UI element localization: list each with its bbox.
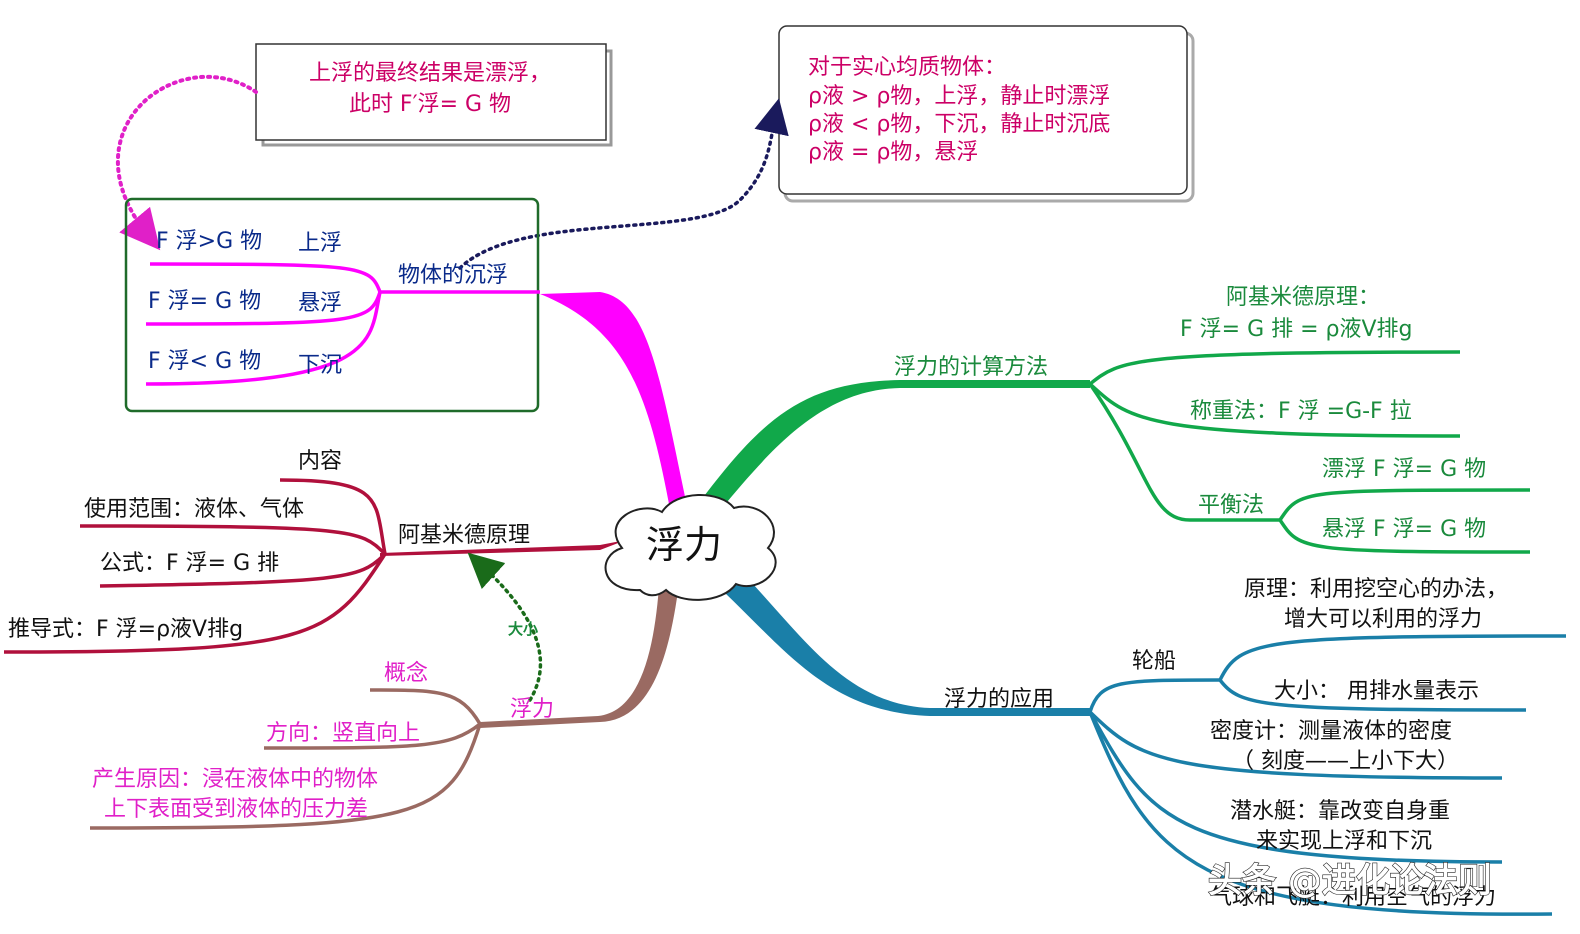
- note-density-line2: ρ液 > ρ物，上浮，静止时漂浮: [808, 84, 1110, 109]
- application-hydrometer-2: （ 刻度——上小下大）: [1232, 749, 1459, 774]
- archimedes-item-formula: 公式：F 浮= G 排: [100, 551, 279, 576]
- buoyancy-item-direction: 方向：竖直向上: [266, 721, 420, 746]
- buoyancy-subbranches: [89, 688, 482, 830]
- buoyancy-item-concept: 概念: [384, 661, 428, 686]
- calc-archimedes-formula: F 浮= G 排 = ρ液V排g: [1180, 317, 1413, 342]
- density-note-arrow: [458, 98, 789, 270]
- archimedes-item-derived: 推导式：F 浮=ρ液V排g: [8, 617, 243, 642]
- sink-float-formula-3: F 浮< G 物: [148, 349, 261, 374]
- application-subbranches: [1088, 634, 1567, 916]
- application-submarine-2: 来实现上浮和下沉: [1256, 829, 1432, 854]
- calc-balance-item-2: 悬浮 F 浮= G 物: [1322, 517, 1486, 542]
- buoyancy-item-cause-1: 产生原因：浸在液体中的物体: [92, 767, 378, 792]
- watermark: 头条 @进化论法则: [1208, 861, 1492, 901]
- note-density-line4: ρ液 = ρ物，悬浮: [808, 140, 978, 165]
- calc-weighing: 称重法：F 浮 =G-F 拉: [1190, 399, 1412, 424]
- size-dotted-arrow: [467, 552, 543, 702]
- note-density-line3: ρ液 < ρ物，下沉，静止时沉底: [808, 112, 1110, 137]
- application-ship-item-3: 大小： 用排水量表示: [1274, 679, 1479, 704]
- archimedes-subbranches: [3, 478, 387, 654]
- center-label: 浮力: [646, 523, 722, 567]
- note-density-line1: 对于实心均质物体：: [808, 55, 1006, 80]
- application-submarine-1: 潜水艇：靠改变自身重: [1230, 799, 1450, 824]
- note-float-box: 上浮的最终结果是漂浮， 此时 F′浮= G 物: [255, 43, 613, 147]
- note-float-line1: 上浮的最终结果是漂浮，: [309, 61, 551, 86]
- buoyancy-title: 浮力: [510, 697, 554, 722]
- application-ship-title: 轮船: [1132, 649, 1176, 674]
- application-ship-item-2: 增大可以利用的浮力: [1284, 607, 1482, 632]
- application-ship-item-1: 原理：利用挖空心的办法，: [1244, 577, 1508, 602]
- sink-float-result-2: 悬浮: [298, 291, 342, 316]
- branch-calc: [690, 380, 1090, 520]
- archimedes-item-content: 内容: [298, 449, 342, 474]
- application-hydrometer-1: 密度计：测量液体的密度: [1210, 719, 1452, 744]
- calc-subbranches: [1088, 350, 1531, 554]
- branch-sink-float: [540, 292, 690, 520]
- archimedes-title: 阿基米德原理: [398, 523, 530, 548]
- center-node: 浮力: [604, 494, 777, 601]
- note-density-box: 对于实心均质物体： ρ液 > ρ物，上浮，静止时漂浮 ρ液 < ρ物，下沉，静止…: [778, 25, 1195, 203]
- float-note-arrow: [115, 74, 258, 251]
- sink-float-subbranches: [145, 262, 540, 386]
- size-arrow-label: 大小: [508, 620, 538, 638]
- calc-balance-title: 平衡法: [1198, 493, 1264, 518]
- calc-title: 浮力的计算方法: [894, 355, 1048, 380]
- sink-float-result-1: 上浮: [298, 231, 342, 256]
- buoyancy-item-cause-2: 上下表面受到液体的压力差: [104, 797, 368, 822]
- application-balloon: 气球和飞艇：利用空气的浮力: [1210, 885, 1496, 910]
- calc-archimedes-label: 阿基米德原理：: [1226, 285, 1380, 310]
- sink-float-frame: [124, 197, 540, 413]
- application-title: 浮力的应用: [944, 687, 1054, 712]
- sink-float-result-3: 下沉: [298, 353, 342, 378]
- branch-archimedes: [380, 540, 626, 556]
- sink-float-formula-1: F 浮>G 物: [156, 229, 262, 254]
- sink-float-title: 物体的沉浮: [398, 263, 508, 288]
- note-float-line2: 此时 F′浮= G 物: [349, 92, 511, 117]
- calc-balance-item-1: 漂浮 F 浮= G 物: [1322, 457, 1486, 482]
- archimedes-item-scope: 使用范围：液体、气体: [84, 497, 304, 522]
- sink-float-formula-2: F 浮= G 物: [148, 289, 261, 314]
